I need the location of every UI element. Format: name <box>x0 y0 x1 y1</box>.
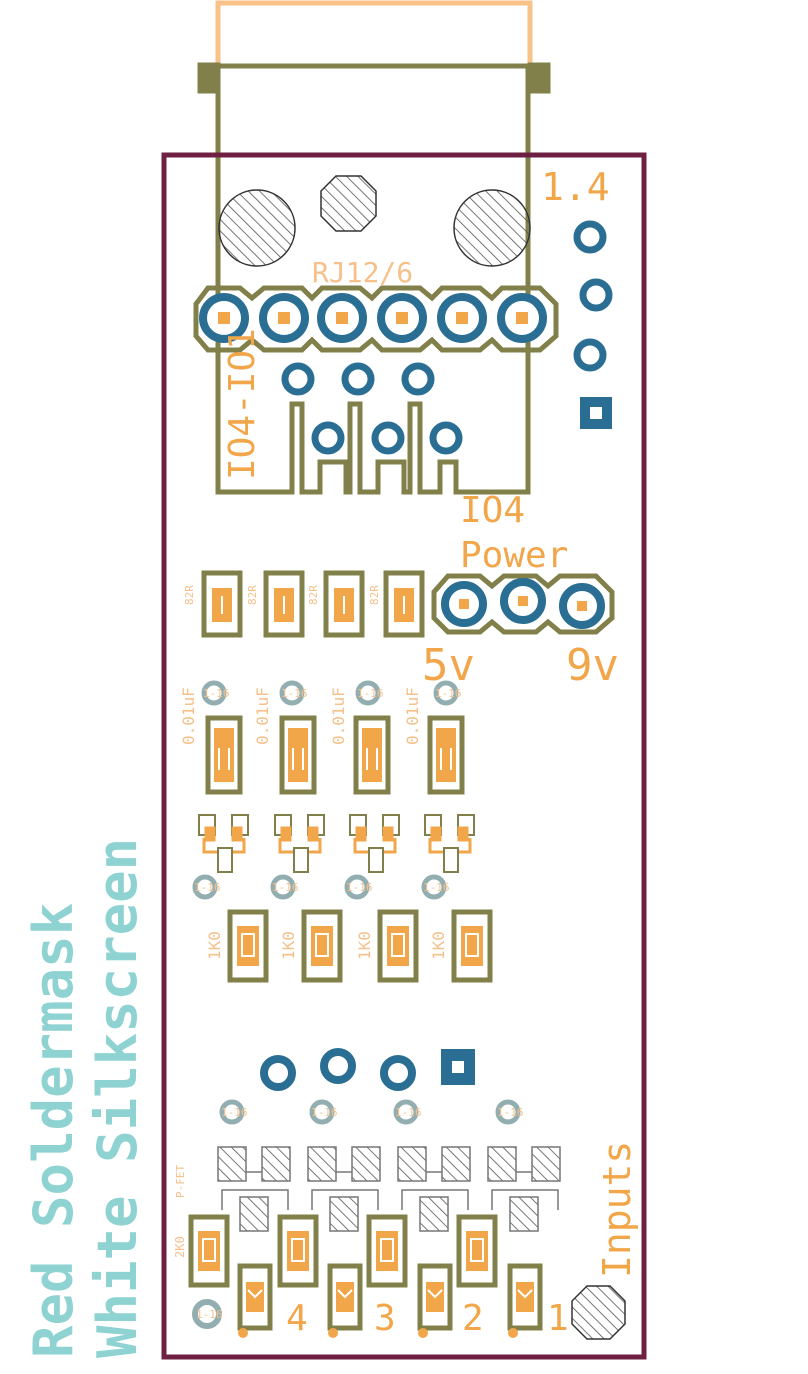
capacitor: 0.01uF <box>179 687 243 795</box>
transistor-sot <box>349 814 400 873</box>
diode <box>417 1263 453 1338</box>
svg-text:0.01uF: 0.01uF <box>403 687 422 745</box>
input-3-label: 3 <box>374 1298 396 1339</box>
input-2-label: 2 <box>462 1298 484 1339</box>
svg-text:82R: 82R <box>368 585 381 605</box>
rj12-pin <box>437 293 487 343</box>
soldermask-label: Red Soldermask <box>22 903 85 1358</box>
rj12-pins <box>199 293 547 343</box>
inputs-label: Inputs <box>595 1141 639 1278</box>
corner-via-label: 1-16 <box>196 1308 223 1321</box>
svg-text:1-16: 1-16 <box>357 687 384 700</box>
board-outline <box>161 152 647 1360</box>
svg-text:1-16: 1-16 <box>395 1106 422 1119</box>
connector-label: RJ12/6 <box>312 256 413 289</box>
r2k-label: 2K0 <box>173 1236 187 1258</box>
rj12-cable <box>215 0 533 66</box>
io4-label: IO4 <box>460 490 525 531</box>
right-header-pins <box>573 220 613 429</box>
input-header-pins <box>260 1048 475 1091</box>
svg-text:1K0: 1K0 <box>429 931 448 960</box>
diode <box>237 1263 273 1338</box>
resistor-82r: 82R <box>307 570 365 638</box>
resistor-2k0 <box>277 1214 319 1288</box>
svg-text:82R: 82R <box>246 585 259 605</box>
resistor-82r: 82R <box>368 570 425 638</box>
capacitor: 0.01uF <box>329 687 391 795</box>
svg-text:1K0: 1K0 <box>205 931 224 960</box>
rj12-pin <box>377 293 427 343</box>
resistor-82r: 82R <box>246 570 305 638</box>
svg-text:1-16: 1-16 <box>221 1106 248 1119</box>
resistor-1k0: 1K0 <box>279 909 343 983</box>
resistor-1k0: 1K0 <box>355 909 419 983</box>
resistor-2k0 <box>366 1214 408 1288</box>
transistor-sot <box>274 814 325 873</box>
io-range-label: IO4-IO1 <box>222 328 263 480</box>
svg-text:1-16: 1-16 <box>194 881 221 894</box>
transistor-sot <box>198 814 249 873</box>
svg-text:82R: 82R <box>307 585 320 605</box>
svg-text:1-16: 1-16 <box>346 881 373 894</box>
diode <box>327 1263 363 1338</box>
rj12-pin <box>497 293 547 343</box>
svg-text:82R: 82R <box>183 585 196 605</box>
svg-text:1-16: 1-16 <box>497 1106 524 1119</box>
pfet-footprint <box>217 1146 291 1232</box>
svg-text:1K0: 1K0 <box>279 931 298 960</box>
silkscreen-label: White Silkscreen <box>86 838 149 1358</box>
rj12-body <box>197 62 551 495</box>
pfet-label: P-FET <box>174 1165 187 1198</box>
via-row-mid: 1-16 1-16 1-16 1-16 <box>192 874 450 900</box>
svg-text:0.01uF: 0.01uF <box>329 687 348 745</box>
resistor-82r: 82R <box>183 570 243 638</box>
svg-text:1-16: 1-16 <box>423 881 450 894</box>
capacitor: 0.01uF <box>403 687 465 795</box>
9v-label: 9v <box>566 640 619 691</box>
transistor-sot <box>424 814 475 873</box>
capacitor: 0.01uF <box>253 687 317 795</box>
svg-text:1-16: 1-16 <box>435 687 462 700</box>
diode <box>507 1263 543 1338</box>
svg-text:0.01uF: 0.01uF <box>179 687 198 745</box>
mounting-hole-center <box>320 175 377 232</box>
via-row-top: 1-16 1-16 1-16 1-16 <box>201 680 462 706</box>
resistor-1k0: 1K0 <box>205 909 269 983</box>
input-4-label: 4 <box>286 1298 308 1339</box>
resistor-1k0: 1K0 <box>429 909 493 983</box>
pfet-footprint <box>487 1146 561 1232</box>
version-label: 1.4 <box>541 165 610 209</box>
pfet-footprint <box>397 1146 471 1232</box>
svg-text:1-16: 1-16 <box>281 687 308 700</box>
rj12-pin <box>199 293 249 343</box>
svg-text:1-16: 1-16 <box>203 687 230 700</box>
svg-text:1K0: 1K0 <box>355 931 374 960</box>
mounting-hole-left <box>218 189 296 267</box>
rj12-pin-outline <box>193 285 559 353</box>
pfet-footprint <box>307 1146 381 1232</box>
svg-text:0.01uF: 0.01uF <box>253 687 272 745</box>
corner-via <box>192 1299 222 1329</box>
resistor-2k0 <box>188 1214 230 1288</box>
input-1-label: 1 <box>547 1298 569 1339</box>
svg-text:1-16: 1-16 <box>272 881 299 894</box>
mounting-hole-right <box>453 189 531 267</box>
svg-text:1-16: 1-16 <box>311 1106 338 1119</box>
power-pins <box>441 578 605 629</box>
power-header-outline <box>431 573 615 635</box>
mounting-hole-bottom-right <box>571 1285 626 1340</box>
resistor-2k0 <box>456 1214 498 1288</box>
via-row-low: 1-16 1-16 1-16 1-16 <box>219 1099 524 1125</box>
rj12-pin <box>259 293 309 343</box>
rj12-small-holes <box>281 362 463 455</box>
power-label: Power <box>460 535 568 576</box>
rj12-pin <box>317 293 367 343</box>
